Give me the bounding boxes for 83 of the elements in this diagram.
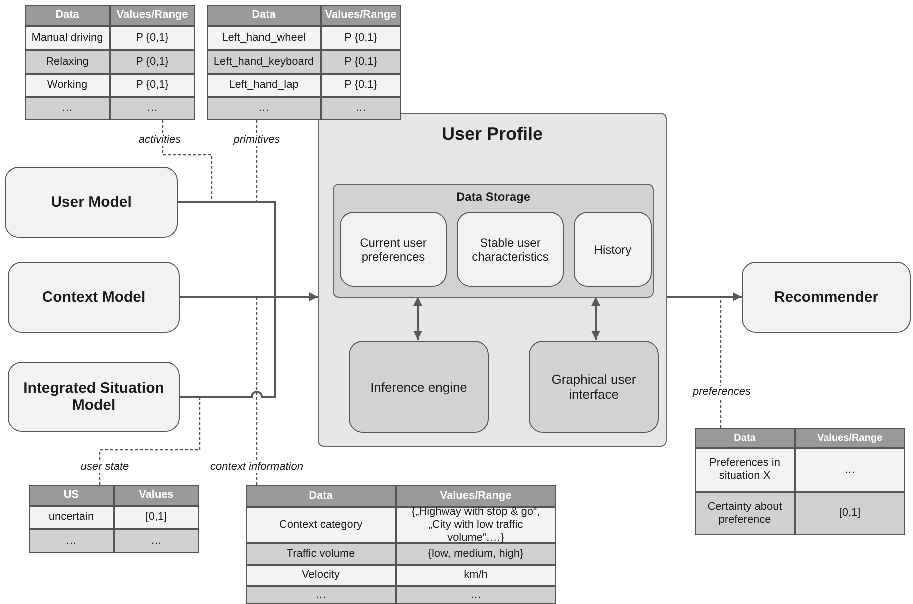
group-title: Data Storage bbox=[455, 190, 532, 204]
process-box bbox=[8, 262, 180, 333]
data-table bbox=[246, 485, 556, 604]
table-cell: P {0,1} bbox=[110, 50, 195, 74]
table-cell: Left_hand_lap bbox=[207, 74, 321, 97]
process-box bbox=[340, 212, 447, 287]
node-label: Graphical user interface bbox=[550, 372, 638, 402]
table-cell: P {0,1} bbox=[110, 26, 195, 50]
arrow bbox=[414, 297, 422, 340]
arrow bbox=[667, 292, 742, 302]
table-cell: Manual driving bbox=[25, 26, 110, 50]
header-cell: Values bbox=[114, 485, 199, 506]
node-label: History bbox=[593, 242, 633, 256]
edge-label: primitives bbox=[232, 134, 282, 146]
table-cell: P {0,1} bbox=[110, 74, 195, 97]
arrow bbox=[592, 297, 600, 340]
table-cell: Certainty about preference bbox=[695, 492, 795, 535]
node-label: Stable user characteristics bbox=[471, 236, 550, 264]
process-box bbox=[5, 167, 178, 238]
table-cell: … bbox=[321, 97, 401, 120]
data-table bbox=[695, 428, 905, 535]
header-cell: Data bbox=[25, 5, 110, 26]
node-label: Recommender bbox=[773, 289, 880, 306]
table-cell: uncertain bbox=[29, 506, 114, 529]
table-cell: … bbox=[207, 97, 321, 120]
table-cell: P {0,1} bbox=[321, 26, 401, 50]
edge-label: preferences bbox=[690, 386, 754, 398]
header-cell: Data bbox=[246, 485, 396, 507]
table-cell: Preferences in situation X bbox=[695, 448, 795, 492]
table-cell: {„Highway with stop & go“, „City with low traffic volume“,…} bbox=[396, 507, 556, 543]
process-box bbox=[457, 212, 564, 287]
table-cell: … bbox=[29, 529, 114, 553]
header-cell: US bbox=[29, 485, 114, 506]
process-box bbox=[574, 212, 652, 287]
edge-label: activities bbox=[136, 134, 184, 146]
table-cell: Velocity bbox=[246, 565, 396, 586]
table-cell: … bbox=[25, 97, 110, 120]
leader-line bbox=[256, 297, 258, 485]
table-cell: … bbox=[114, 529, 199, 553]
header-cell: Values/Range bbox=[396, 485, 556, 507]
process-box bbox=[8, 362, 180, 432]
header-cell: Values/Range bbox=[795, 428, 905, 448]
node-label: Context Model bbox=[41, 289, 147, 306]
table-cell: Context category bbox=[246, 507, 396, 543]
table-cell: P {0,1} bbox=[321, 74, 401, 97]
table-cell: … bbox=[795, 448, 905, 492]
table-cell: Traffic volume bbox=[246, 543, 396, 565]
table-cell: Working bbox=[25, 74, 110, 97]
data-table bbox=[25, 5, 195, 120]
process-box bbox=[742, 262, 911, 333]
header-cell: Data bbox=[695, 428, 795, 448]
table-cell: … bbox=[396, 586, 556, 604]
table-cell: [0,1] bbox=[114, 506, 199, 529]
arrow bbox=[180, 292, 318, 398]
header-cell: Values/Range bbox=[321, 5, 401, 26]
node-label: Current user preferences bbox=[359, 236, 428, 264]
header-cell: Values/Range bbox=[110, 5, 195, 26]
table-cell: km/h bbox=[396, 565, 556, 586]
table-cell: … bbox=[246, 586, 396, 604]
table-cell: Left_hand_wheel bbox=[207, 26, 321, 50]
table-cell: Relaxing bbox=[25, 50, 110, 74]
process-box bbox=[529, 341, 659, 433]
node-label: User Model bbox=[50, 194, 133, 211]
data-table bbox=[207, 5, 401, 120]
node-label: Integrated Situation Model bbox=[22, 380, 166, 414]
group-panel bbox=[333, 184, 654, 298]
leader-line bbox=[720, 297, 722, 428]
table-cell: {low, medium, high} bbox=[396, 543, 556, 565]
leader-line bbox=[99, 397, 201, 485]
data-table bbox=[29, 485, 199, 553]
process-box bbox=[349, 341, 489, 433]
group-panel bbox=[318, 113, 667, 447]
node-label: Inference engine bbox=[370, 380, 468, 394]
table-cell: P {0,1} bbox=[321, 50, 401, 74]
leader-line bbox=[256, 120, 258, 202]
leader-line bbox=[162, 120, 213, 202]
edge-label: context information bbox=[208, 461, 306, 473]
table-cell: [0,1] bbox=[795, 492, 905, 535]
edge-label: user state bbox=[78, 461, 132, 473]
table-cell: … bbox=[110, 97, 195, 120]
table-cell: Left_hand_keyboard bbox=[207, 50, 321, 74]
header-cell: Data bbox=[207, 5, 321, 26]
group-title: User Profile bbox=[440, 124, 544, 145]
